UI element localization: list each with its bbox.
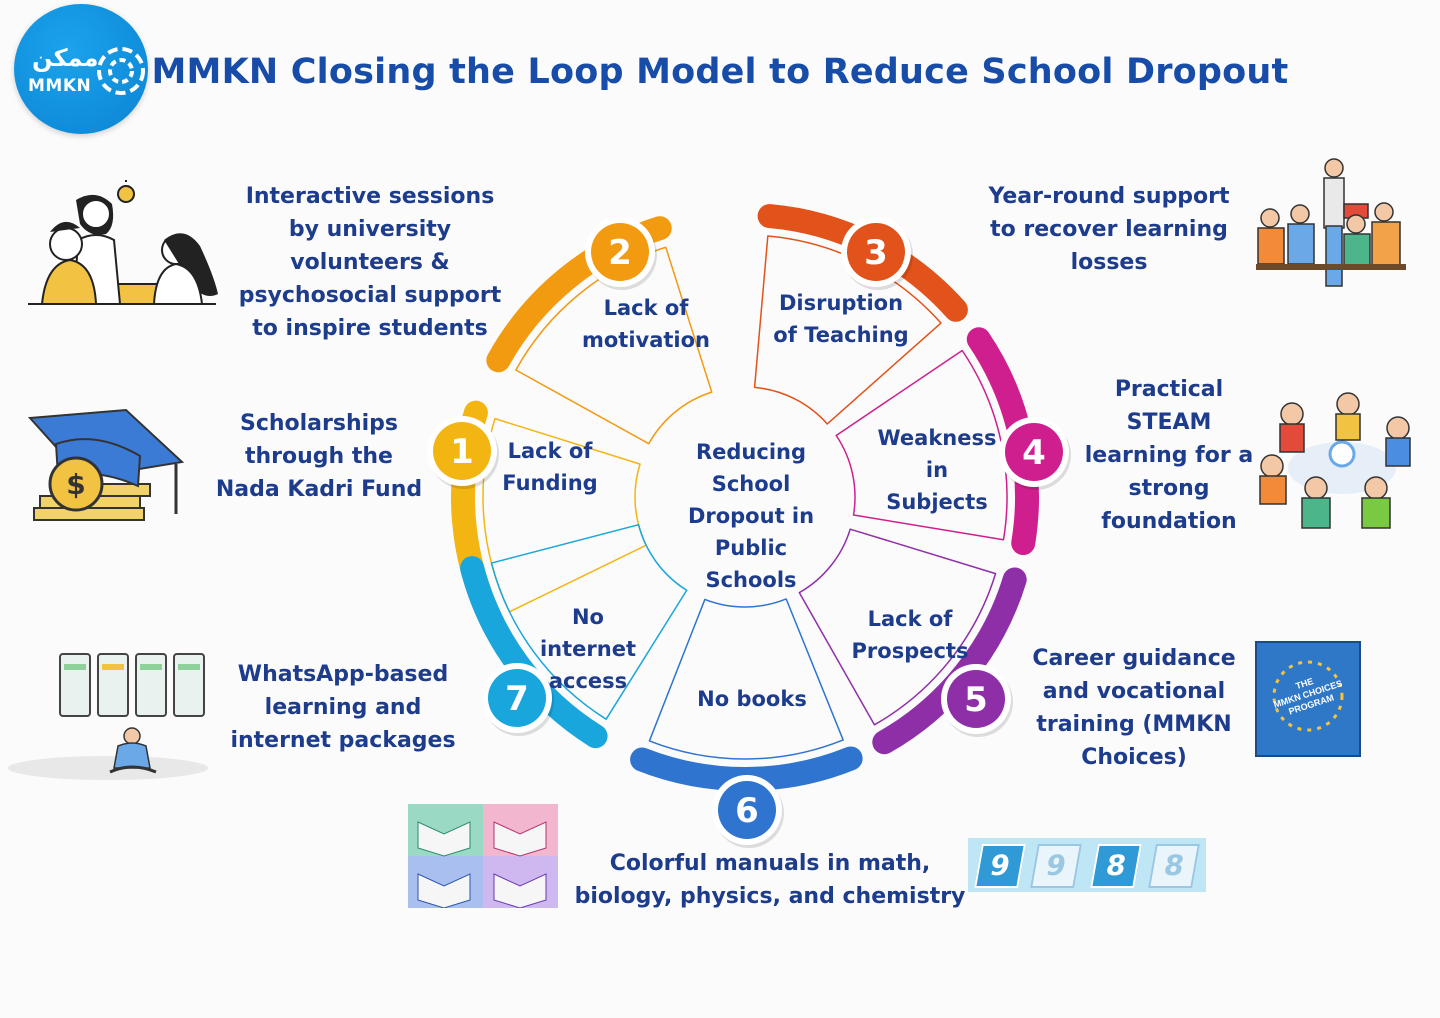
segment-2-outline xyxy=(515,246,713,445)
manual-grade-8-back: 8 xyxy=(1148,844,1200,888)
teacher-classroom-illustration xyxy=(1256,158,1406,287)
students-discussion-illustration xyxy=(28,180,218,305)
segment-5-number: 5 xyxy=(964,680,988,720)
logo-english-text: MMKN xyxy=(28,76,92,96)
segment-3-number: 3 xyxy=(864,233,888,273)
segment-5-outline xyxy=(798,528,997,726)
segment-6-label: No books xyxy=(697,687,807,711)
svg-text:$: $ xyxy=(66,468,85,501)
segment-7-outline xyxy=(490,523,688,720)
manual-grade-9-back: 9 xyxy=(1030,844,1082,888)
segment-7-number: 7 xyxy=(505,679,529,719)
segment-4-badge: 4 xyxy=(999,417,1071,490)
segment-1-number: 1 xyxy=(450,432,474,472)
segment-6-outline xyxy=(648,598,844,760)
segment-3-badge: 3 xyxy=(841,217,913,290)
graduation-scholarship-illustration: $ xyxy=(27,408,185,521)
mmkn-logo: ممكن MMKN xyxy=(14,4,148,134)
segment-4-number: 4 xyxy=(1022,433,1046,473)
page-title: MMKN Closing the Loop Model to Reduce Sc… xyxy=(151,52,1289,92)
segment-6-badge: 6 xyxy=(712,775,784,848)
segment-4-outline xyxy=(835,349,1008,541)
subject-manuals-collage xyxy=(408,804,558,909)
grade-manuals-strip: 9 9 8 8 xyxy=(968,838,1206,892)
solution-6-text: Colorful manuals in math,biology, physic… xyxy=(574,851,966,909)
logo-arabic-text: ممكن xyxy=(32,44,99,72)
segment-5-badge: 5 xyxy=(941,664,1013,737)
segment-2-number: 2 xyxy=(608,233,632,273)
segment-2-badge: 2 xyxy=(585,217,657,290)
logo-emblem-icon xyxy=(97,47,145,95)
segment-1-badge: 1 xyxy=(427,416,499,489)
manual-grade-9-cover: 9 xyxy=(974,844,1026,888)
segment-6-number: 6 xyxy=(735,791,759,831)
segment-1-outline xyxy=(482,417,647,613)
segment-3-outline xyxy=(753,235,942,425)
whatsapp-learning-illustration xyxy=(8,653,208,780)
segment-7-badge: 7 xyxy=(482,663,554,736)
manual-grade-8-cover: 8 xyxy=(1090,844,1142,888)
steam-learning-illustration xyxy=(1259,392,1411,529)
